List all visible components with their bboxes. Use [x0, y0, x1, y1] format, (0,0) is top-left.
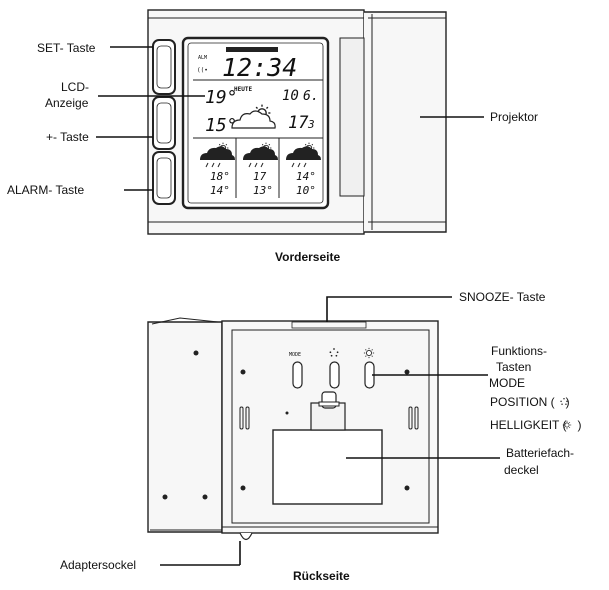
front-caption: Vorderseite — [275, 250, 341, 264]
front-leader-lines — [96, 46, 484, 191]
adapter-socket-label: Adaptersockel — [60, 558, 137, 572]
back-leader-lines — [160, 296, 500, 566]
mode-label: MODE — [489, 376, 525, 390]
alarm-key-label: ALARM- Taste — [7, 183, 85, 197]
plus-key[interactable] — [152, 96, 176, 150]
snooze-key-label: SNOOZE- Taste — [459, 290, 546, 304]
plus-key-label: +- Taste — [46, 130, 89, 144]
forecast-day-3: 14° 10° — [286, 142, 321, 197]
battery-lid-label-line1: Batteriefach- — [506, 446, 575, 460]
battery-lid-label-line2: deckel — [504, 463, 539, 477]
position-label-text: POSITION ( — [490, 395, 555, 409]
sun-cloud-icon — [231, 103, 276, 129]
position-label-suffix: ) — [565, 395, 570, 409]
svg-text:ALM: ALM — [198, 55, 207, 61]
brightness-label-text: HELLIGKEIT ( — [490, 418, 567, 432]
lcd-big-right: 17 — [288, 113, 309, 133]
back-device — [147, 317, 439, 541]
lcd-today: HEUTE — [234, 86, 252, 93]
lcd-display: 12:34 ALM ((• 19° 15° HEUTE 10 6. 17 3 1… — [181, 36, 330, 210]
lcd-time: 12:34 — [222, 53, 297, 82]
forecast-min: 14° — [210, 184, 230, 197]
forecast-max: 18° — [210, 170, 230, 183]
set-key-label: SET- Taste — [37, 41, 96, 55]
snooze-key[interactable] — [291, 321, 367, 329]
lcd-date-day: 10 — [282, 88, 299, 104]
rain-cloud-icon — [200, 142, 235, 168]
forecast-min: 10° — [296, 184, 316, 197]
lcd-label-line1: LCD- — [61, 80, 90, 94]
forecast-min: 13° — [253, 184, 273, 197]
forecast-day-2: 17 13° — [243, 142, 278, 197]
lcd-outdoor-temp: 19° — [205, 87, 238, 108]
position-label: POSITION () — [490, 395, 570, 409]
forecast-max: 14° — [296, 170, 316, 183]
lcd-indoor-temp: 15° — [205, 115, 238, 136]
back-caption: Rückseite — [293, 569, 350, 583]
forecast-max: 17 — [253, 170, 267, 183]
rain-cloud-icon — [243, 142, 278, 168]
brightness-label: HELLIGKEIT () — [490, 418, 581, 432]
projector-label: Projektor — [490, 110, 539, 124]
brightness-label-suffix: ) — [577, 418, 582, 432]
rain-cloud-icon — [286, 142, 321, 168]
forecast-day-1: 18° 14° — [200, 142, 235, 197]
svg-text:((•: ((• — [197, 67, 208, 74]
mode-key-text: MODE — [289, 352, 301, 358]
lcd-big-right-small: 3 — [307, 118, 315, 131]
lcd-date-month: 6. — [303, 89, 319, 104]
mode-key[interactable]: MODE — [289, 352, 303, 389]
function-keys-label-line2: Tasten — [496, 360, 532, 374]
set-key[interactable] — [152, 39, 176, 95]
function-keys-label-line1: Funktions- — [491, 344, 548, 358]
alarm-key[interactable] — [152, 151, 176, 205]
lcd-label-line2: Anzeige — [45, 96, 89, 110]
position-key[interactable] — [329, 348, 340, 389]
